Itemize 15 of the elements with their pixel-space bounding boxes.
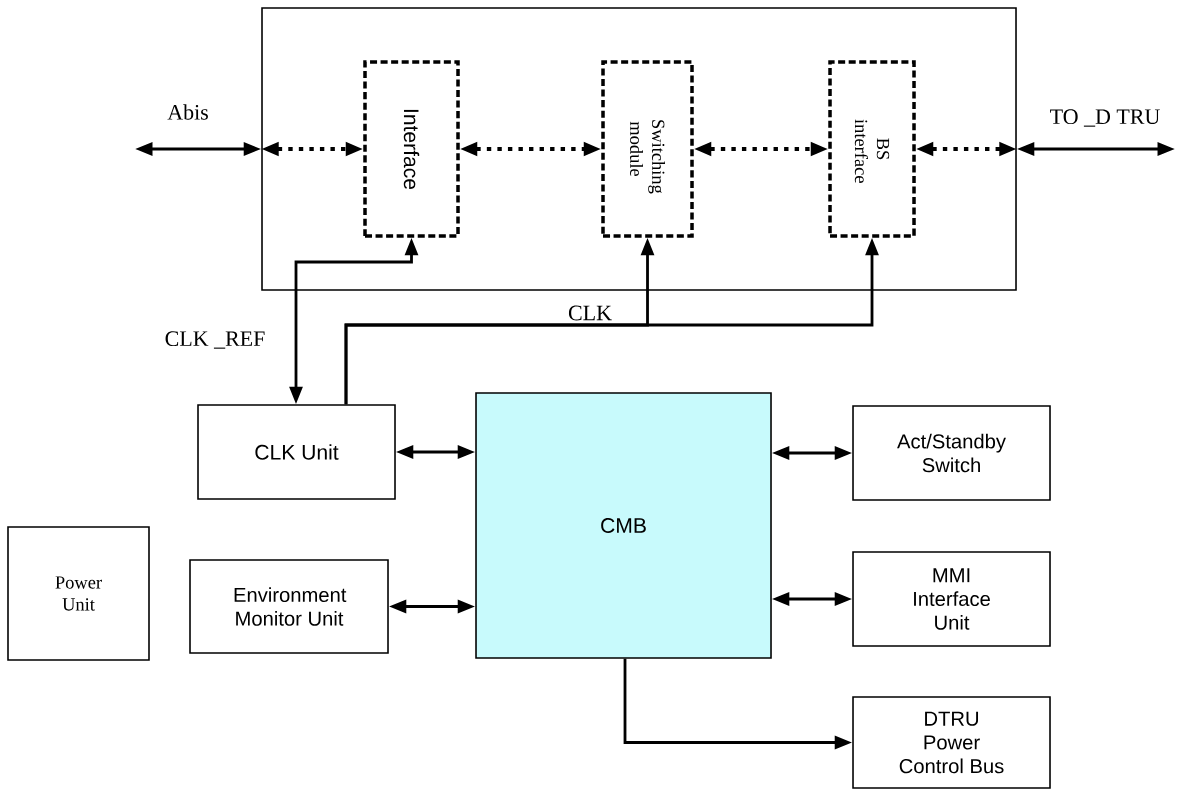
- edge-label: CLK _REF: [165, 331, 265, 349]
- edge-label: CLK: [568, 305, 612, 321]
- unit-box: DTRU Power Control Bus: [852, 696, 1051, 789]
- unit-box: Act/Standby Switch: [852, 405, 1051, 501]
- unit-box: MMI Interface Unit: [852, 551, 1051, 647]
- board-box: [261, 7, 1017, 291]
- module-box: Interface: [363, 60, 460, 238]
- unit-box: CLK Unit: [197, 404, 396, 500]
- module-box: BS interface: [828, 60, 916, 238]
- edge-label: TO _D TRU: [1050, 109, 1160, 127]
- processor-box: CMB: [475, 392, 772, 659]
- edge-label: Abis: [167, 104, 208, 120]
- module-box: Switching module: [601, 60, 694, 238]
- unit-box: Environment Monitor Unit: [189, 559, 389, 654]
- unit-box: Power Unit: [7, 526, 150, 661]
